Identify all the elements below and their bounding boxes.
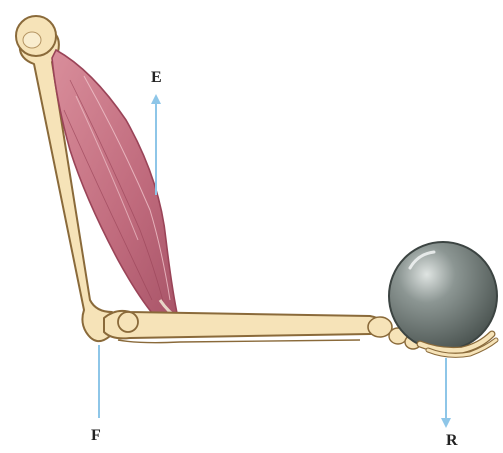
resistance-label: R <box>446 432 458 449</box>
resistance-arrow <box>441 358 451 428</box>
ball-weight <box>389 242 497 350</box>
forearm-bones <box>104 311 384 343</box>
effort-label: E <box>151 69 162 86</box>
fulcrum-label: F <box>91 427 101 444</box>
